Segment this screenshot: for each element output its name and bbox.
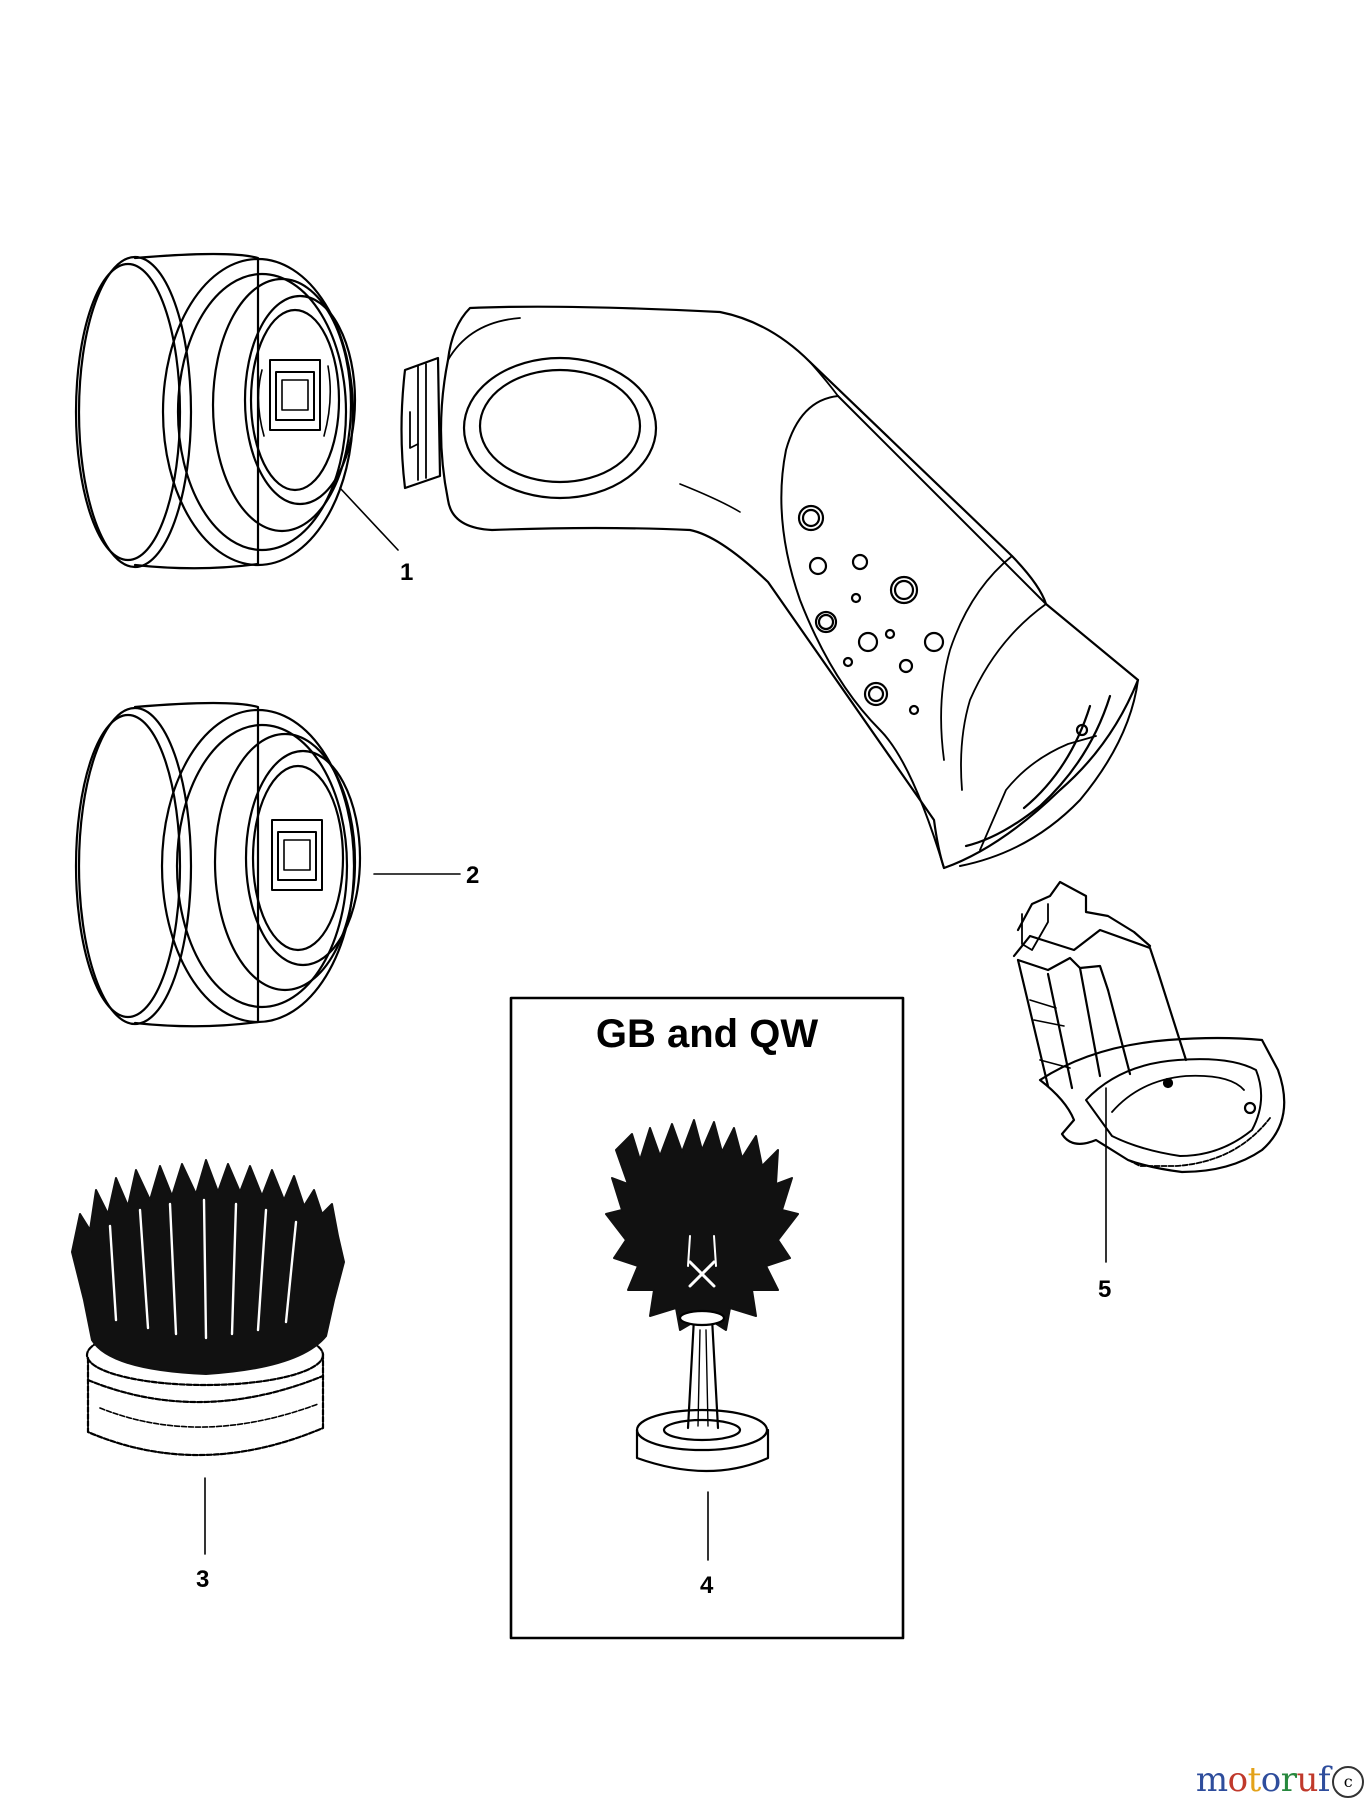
watermark-letter: u <box>1296 1760 1319 1800</box>
watermark-text: motoruf <box>1195 1760 1331 1800</box>
callout-1: 1 <box>400 559 414 586</box>
watermark-letter: f <box>1317 1760 1331 1800</box>
part-5-motor-cartridge <box>1012 880 1286 1174</box>
variant-box-frame <box>509 996 905 1640</box>
part-1-pad-head <box>74 252 357 570</box>
callout-1-leader <box>339 487 399 551</box>
callout-3: 3 <box>196 1566 210 1593</box>
watermark-letter: r <box>1280 1760 1297 1800</box>
callout-5: 5 <box>1098 1276 1112 1303</box>
watermark-letter: m <box>1195 1760 1228 1800</box>
tool-handle <box>400 305 1140 870</box>
watermark-letter: o <box>1260 1760 1281 1800</box>
part-4-bottle-brush <box>605 1119 799 1473</box>
callout-4: 4 <box>700 1572 714 1599</box>
part-3-scrub-brush <box>71 1159 345 1457</box>
watermark-circle-mark: c <box>1332 1766 1364 1798</box>
part-2-pad-head <box>74 701 362 1028</box>
watermark-letter: t <box>1247 1760 1262 1800</box>
callout-2: 2 <box>466 862 480 889</box>
variant-box-title: GB and QW <box>595 1012 819 1056</box>
watermark-letter: o <box>1227 1760 1248 1800</box>
